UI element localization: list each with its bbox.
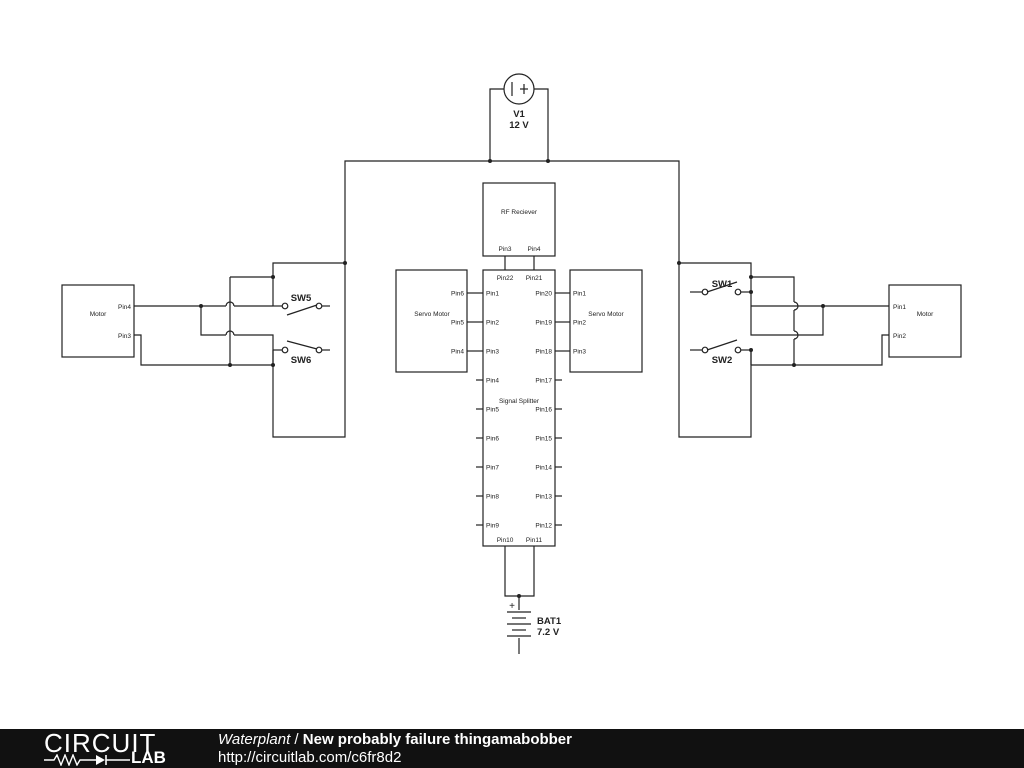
splitter-right-pin-label: Pin18 (535, 349, 552, 356)
signal-splitter[interactable] (482, 269, 556, 547)
splitter-right-pin-label: Pin20 (535, 291, 552, 298)
splitter-right-pin-label: Pin19 (535, 320, 552, 327)
motor-left-title: Motor (90, 311, 107, 318)
splitter-left-pin-label: Pin9 (486, 523, 499, 530)
battery-wiring (504, 546, 535, 654)
rf-pin-4: Pin4 (527, 246, 540, 253)
switch-sw2[interactable] (701, 339, 742, 354)
splitter-right-pin-label: Pin15 (535, 436, 552, 443)
resistor-diode-logo-icon (44, 754, 130, 766)
bat1-value-label: 7.2 V (537, 627, 560, 638)
splitter-pin-22: Pin22 (497, 275, 514, 282)
bat1-ref-label: BAT1 (537, 616, 562, 627)
circuitlab-logo-circuit[interactable]: CIRCUIT (44, 728, 157, 758)
battery-bat1[interactable]: + (507, 601, 531, 637)
splitter-right-pin-label: Pin16 (535, 407, 552, 414)
motor-right-pin-b: Pin2 (893, 333, 906, 340)
svg-text:+: + (509, 601, 515, 612)
project-name[interactable]: New probably failure thingamabobber (302, 731, 572, 748)
footer-bar: CIRCUIT LAB Waterplant / New probably fa… (0, 729, 1024, 768)
circuitlab-logo-lab: LAB (131, 748, 166, 767)
motor-right-pin-a: Pin1 (893, 304, 906, 311)
switch-sw5[interactable] (281, 302, 323, 316)
splitter-left-pin-label: Pin8 (486, 494, 499, 501)
schematic-canvas: V1 12 V Motor Pin4 Pin3 (61, 73, 962, 654)
motor-left-pin-a: Pin4 (118, 304, 131, 311)
rf-receiver-title: RF Reciever (501, 209, 538, 216)
sw6-label: SW6 (291, 355, 312, 366)
right-switch-wiring (677, 261, 889, 438)
switch-sw1[interactable] (701, 281, 742, 296)
splitter-pin-11: Pin11 (526, 537, 543, 544)
motor-right[interactable] (888, 284, 962, 358)
splitter-right-pin-label: Pin13 (535, 494, 552, 501)
v1-ref-label: V1 (513, 109, 525, 120)
servo-motor-left[interactable] (395, 269, 468, 373)
splitter-left-pin-label: Pin7 (486, 465, 499, 472)
splitter-left-pin-label: Pin1 (486, 291, 499, 298)
switch-sw6[interactable] (281, 340, 323, 354)
sw5-label: SW5 (291, 293, 312, 304)
servo-left-pin-label: Pin4 (451, 349, 464, 356)
servo-motor-right[interactable] (569, 269, 643, 373)
sw1-label: SW1 (712, 279, 733, 290)
splitter-title: Signal Splitter (499, 398, 540, 405)
splitter-right-pin-label: Pin12 (535, 523, 552, 530)
left-switch-wiring (134, 261, 347, 438)
title-separator: / (290, 731, 303, 748)
splitter-right-pin-label: Pin14 (535, 465, 552, 472)
motor-left[interactable] (61, 284, 135, 358)
motor-left-pin-b: Pin3 (118, 333, 131, 340)
splitter-pin-21: Pin21 (526, 275, 543, 282)
splitter-left-pin-label: Pin5 (486, 407, 499, 414)
rf-pin-3: Pin3 (498, 246, 511, 253)
splitter-left-pin-label: Pin2 (486, 320, 499, 327)
splitter-left-pin-label: Pin3 (486, 349, 499, 356)
voltage-source-v1[interactable] (503, 73, 535, 105)
owner-username[interactable]: Waterplant (218, 731, 291, 748)
power-rail-wires (344, 88, 680, 263)
servo-right-pin-label: Pin3 (573, 349, 586, 356)
servo-right-pin-label: Pin2 (573, 320, 586, 327)
splitter-left-pin-label: Pin6 (486, 436, 499, 443)
v1-value-label: 12 V (509, 120, 529, 131)
rf-receiver[interactable] (482, 182, 556, 257)
servo-left-title: Servo Motor (414, 311, 450, 318)
splitter-left-pin-label: Pin4 (486, 378, 499, 385)
servo-left-pin-label: Pin5 (451, 320, 464, 327)
splitter-pin-10: Pin10 (497, 537, 514, 544)
servo-left-pin-label: Pin6 (451, 291, 464, 298)
rf-to-splitter-wires (504, 256, 535, 270)
circuit-title: Waterplant / New probably failure thinga… (218, 731, 572, 749)
servo-right-pin-label: Pin1 (573, 291, 586, 298)
motor-right-title: Motor (917, 311, 934, 318)
circuit-url[interactable]: http://circuitlab.com/c6fr8d2 (218, 749, 402, 766)
sw2-label: SW2 (712, 355, 733, 366)
splitter-right-pin-label: Pin17 (535, 378, 552, 385)
servo-right-title: Servo Motor (588, 311, 624, 318)
